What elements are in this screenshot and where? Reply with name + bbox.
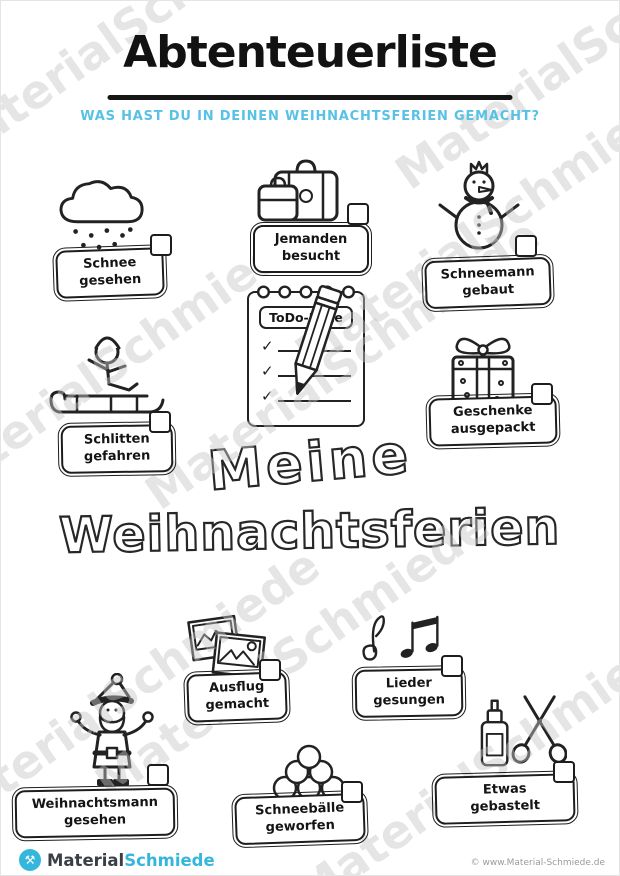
checkbox-schlitten-gefahren[interactable] [149,411,171,433]
checkbox-schneemann-gebaut[interactable] [515,235,537,257]
suitcases-icon [253,156,351,230]
copyright-text: © www.Material-Schmiede.de [470,858,605,868]
checkmark: ✓ [261,362,274,380]
page-subtitle: Was hast du in deinen Weihnachtsferien g… [80,109,540,124]
snow-cloud-icon [51,169,151,253]
snowballs-icon [271,741,347,801]
hammer-logo-icon: ⚒ [19,849,41,871]
checkbox-schneebaelle-geworfen[interactable] [341,781,363,803]
brand-name: MaterialSchmiede [47,851,215,870]
sled-icon [49,326,167,424]
title-underline [107,95,513,100]
scissors-glue-icon [475,689,567,773]
checkbox-geschenke-ausgepackt[interactable] [531,383,553,405]
checkbox-weihnachtsmann-gesehen[interactable] [147,764,169,786]
todo-row: ✓ [261,363,351,379]
checkbox-schnee-gesehen[interactable] [150,234,172,256]
gift-icon [441,323,525,411]
checkbox-lieder-gesungen[interactable] [441,655,463,677]
page-title: Abtenteuerliste [123,27,498,78]
center-word-weihnachtsferien: Weihnachtsferien [58,498,562,566]
snowman-icon [435,159,523,259]
santa-icon [59,673,167,789]
photos-icon [187,613,267,679]
music-notes-icon [357,607,445,669]
checkmark: ✓ [261,387,274,405]
checkbox-etwas-gebastelt[interactable] [553,761,575,783]
checkmark: ✓ [261,337,274,355]
pencil-icon [294,285,343,395]
checkbox-ausflug-gemacht[interactable] [259,659,281,681]
checkbox-jemanden-besucht[interactable] [347,203,369,225]
todo-row: ✓ [261,388,351,404]
